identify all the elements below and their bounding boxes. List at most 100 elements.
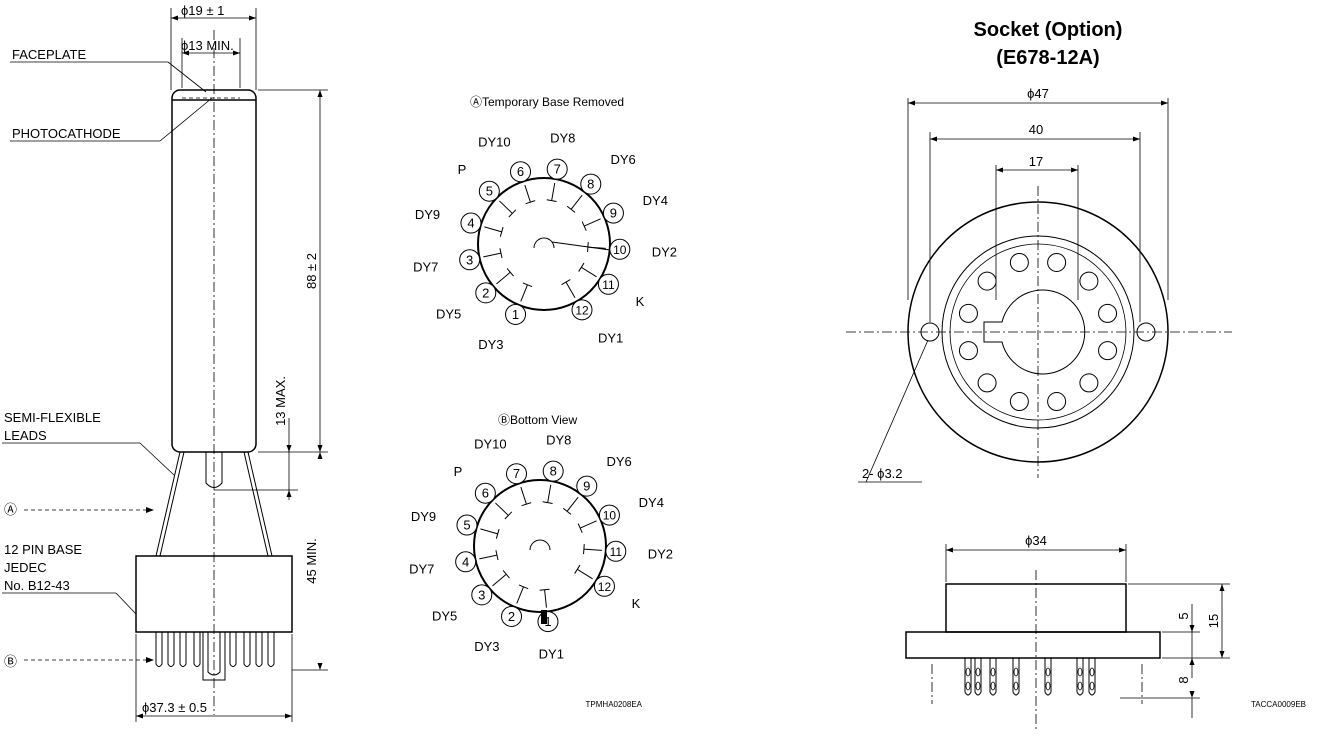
- pin-number: 4: [467, 216, 474, 231]
- pin-label: DY9: [415, 207, 440, 222]
- pin-label: DY1: [598, 331, 623, 346]
- socket-title: Socket (Option): [974, 19, 1123, 41]
- pin-label: DY9: [411, 509, 436, 524]
- pin-label: DY2: [652, 245, 677, 260]
- view-a-temporary-base-removed: ⒶTemporary Base Removed 1DY32DY53DY74DY9…: [413, 95, 677, 352]
- pin-label: K: [632, 596, 641, 611]
- pin-circle: [609, 238, 631, 260]
- tube-inner-diameter: ϕ13 MIN.: [181, 38, 234, 53]
- socket-pin: [1012, 658, 1020, 696]
- socket-model: (E678-12A): [996, 47, 1099, 69]
- contact-hole: [1079, 271, 1099, 291]
- contact-hole: [1098, 303, 1118, 323]
- lead-max-dimension: 13 MAX.: [273, 376, 288, 426]
- photocathode-label: PHOTOCATHODE: [12, 126, 121, 141]
- pin-number: 10: [613, 243, 627, 257]
- pin-circle: [459, 249, 481, 271]
- pin-label: DY4: [643, 193, 668, 208]
- pin-label: DY7: [409, 561, 434, 576]
- pin-circle: [602, 202, 624, 224]
- pin-label: DY6: [610, 152, 635, 167]
- pin-number: 3: [466, 252, 473, 267]
- semi-flexible-label-line1: SEMI-FLEXIBLE: [4, 410, 101, 425]
- pin-number: 12: [598, 580, 612, 594]
- pin-number: 4: [462, 554, 469, 569]
- pin-number: 7: [513, 466, 520, 481]
- tube-length-dimension: 88 ± 2: [304, 253, 319, 289]
- socket-height-5: 5: [1176, 612, 1191, 619]
- socket-mount-holes: 2- ϕ3.2: [862, 466, 903, 481]
- pin-number: 6: [482, 486, 489, 501]
- tube-outer-diameter: ϕ19 ± 1: [181, 3, 224, 18]
- socket-drawing-code: TACCA0009EB: [1251, 700, 1306, 709]
- socket-pin: [1044, 658, 1052, 696]
- pin-circle: [460, 212, 482, 234]
- view-a-title: ⒶTemporary Base Removed: [470, 95, 624, 109]
- pin-circle: [542, 460, 564, 482]
- socket-drawing: Socket (Option) (E678-12A) ϕ47 40 17: [846, 19, 1306, 730]
- pin-number: 3: [478, 587, 485, 602]
- socket-pin: [989, 658, 997, 696]
- pin-circle: [576, 475, 598, 497]
- pin-number: 5: [486, 184, 493, 199]
- socket-inner-dimension: 17: [1029, 154, 1043, 169]
- marker-a: Ⓐ: [4, 502, 17, 517]
- pin-number: 5: [463, 518, 470, 533]
- pin-number: 11: [610, 545, 623, 559]
- pin-label: DY10: [474, 436, 507, 451]
- contact-hole: [1009, 392, 1029, 412]
- pin-number: 7: [554, 162, 561, 177]
- pin-label: DY7: [413, 259, 438, 274]
- pin-circle: [605, 540, 627, 562]
- socket-pin-length-8: 8: [1176, 676, 1191, 683]
- pin-circle: [580, 173, 602, 195]
- pin-circle: [598, 504, 620, 526]
- pin-label: DY6: [606, 454, 631, 469]
- pin-number: 6: [517, 164, 524, 179]
- pin-circle: [506, 463, 528, 485]
- pin-label: DY10: [478, 134, 511, 149]
- pin-circle: [455, 551, 477, 573]
- pin-number: 10: [603, 509, 617, 523]
- socket-side-pins: [964, 658, 1096, 696]
- pin-label: DY2: [648, 547, 673, 562]
- pin-circle: [475, 282, 497, 304]
- contact-hole: [1098, 341, 1118, 361]
- pin-label: DY1: [539, 646, 564, 661]
- contact-hole: [977, 271, 997, 291]
- pin-label: DY8: [550, 131, 575, 146]
- key-mark: [541, 610, 547, 624]
- view-b-title: ⒷBottom View: [498, 413, 577, 427]
- marker-b: Ⓑ: [4, 654, 17, 669]
- pin-label: DY3: [478, 337, 503, 352]
- socket-outer-diameter: ϕ47: [1027, 86, 1049, 101]
- pin-number: 2: [482, 285, 489, 300]
- pin-number: 1: [512, 307, 519, 322]
- pin-circle: [571, 299, 593, 321]
- contact-hole: [958, 303, 978, 323]
- base-label-line1: 12 PIN BASE: [4, 542, 82, 557]
- pin-number: 9: [610, 206, 617, 221]
- pin-label: P: [454, 464, 463, 479]
- contact-hole: [1047, 252, 1067, 272]
- pin-label: DY3: [474, 639, 499, 654]
- base-label-line2: JEDEC: [4, 560, 47, 575]
- socket-contact-holes: [958, 252, 1118, 412]
- tube-drawing-code: TPMHA0208EA: [586, 700, 643, 709]
- base-diameter-dimension: ϕ37.3 ± 0.5: [142, 700, 207, 715]
- pin-circle: [471, 584, 493, 606]
- pin-label: DY8: [546, 433, 571, 448]
- pin-circle: [474, 482, 496, 504]
- contact-hole: [1009, 252, 1029, 272]
- pin-circle: [546, 158, 568, 180]
- socket-pin: [964, 658, 972, 696]
- contact-hole: [1079, 373, 1099, 393]
- pin-label: DY4: [639, 495, 664, 510]
- pin-label: P: [458, 162, 467, 177]
- pin-number: 9: [583, 479, 590, 494]
- base-label-line3: No. B12-43: [4, 578, 70, 593]
- min45-dimension: 45 MIN.: [304, 538, 319, 584]
- pin-label: K: [636, 294, 645, 309]
- socket-pin: [974, 658, 982, 696]
